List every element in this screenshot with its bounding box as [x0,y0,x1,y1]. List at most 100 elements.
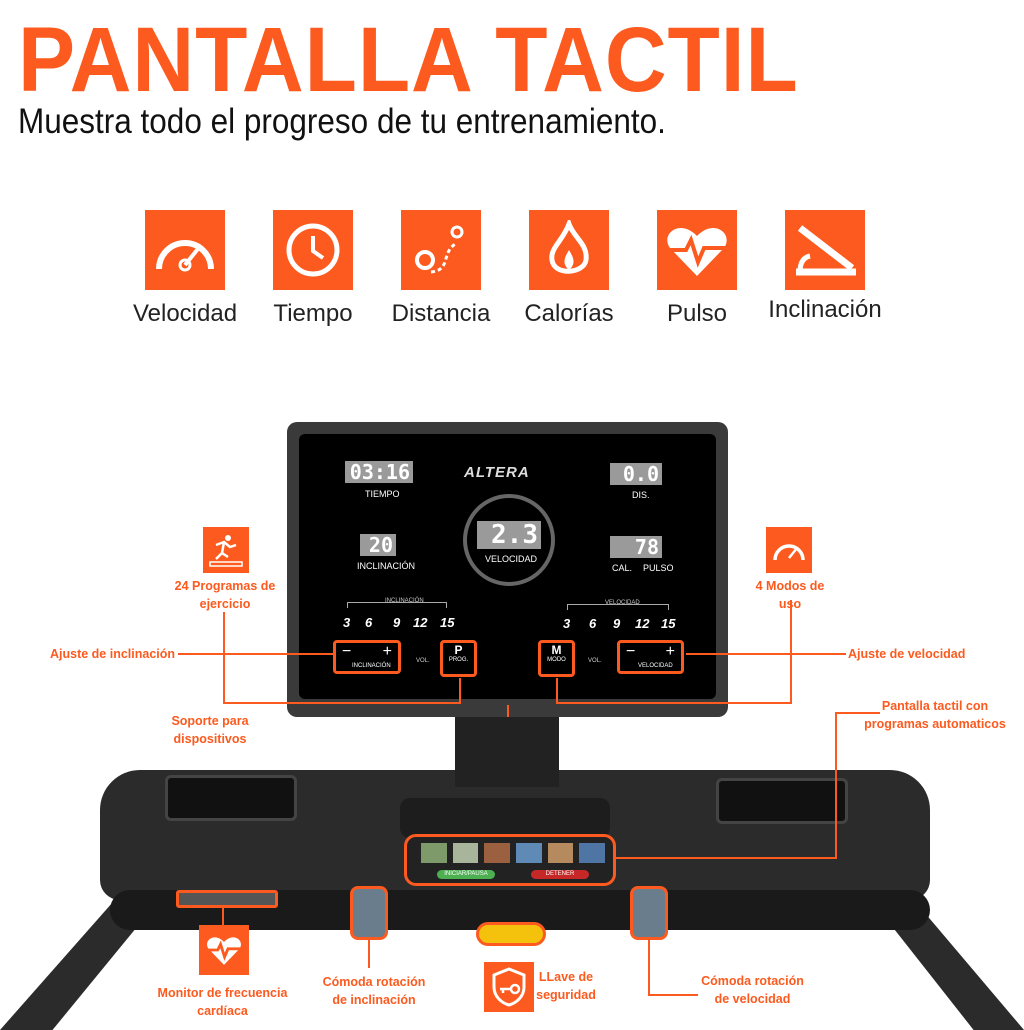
callout-line [616,857,837,859]
speed-rotation-grip[interactable] [630,886,668,940]
console-stand [455,715,559,787]
feature-label: Calorías [524,300,614,327]
program-thumb[interactable] [484,843,511,863]
speed-preset-9[interactable]: 9 [613,616,621,631]
speed-bracket [567,604,669,610]
program-thumb[interactable] [547,843,574,863]
speed-preset-3[interactable]: 3 [563,616,571,631]
callout-line [223,612,225,704]
feature-calorias: Calorías [504,210,634,328]
speed-adjust-button[interactable]: − + VELOCIDAD [617,640,684,674]
speed-preset-6[interactable]: 6 [589,616,597,631]
callout-line [556,702,792,704]
feature-label: Distancia [391,300,491,327]
time-display: 03:16 [345,461,413,483]
callout-device-support: Soporte para dispositivos [171,714,249,746]
left-cupholder [165,775,297,821]
callout-line [178,653,335,655]
callout-line [368,940,370,968]
callout-line [507,705,509,717]
right-upright [880,860,1024,1030]
callout-speed-rotation: Cómoda rotación de velocidad [701,974,804,1006]
incline-scale-label: INCLINACIÓN [385,598,424,604]
program-thumb[interactable] [579,843,606,863]
speed-label: VELOCIDAD [485,554,538,564]
incline-adjust-button[interactable]: − + INCLINACIÓN [333,640,401,674]
heart-pulse-icon [199,925,249,975]
running-program-icon [203,527,249,573]
incline-rotation-grip[interactable] [350,886,388,940]
callout-line [648,940,650,995]
mode-button[interactable]: M MODO [538,640,575,677]
callout-modes: 4 Modos de uso [755,579,825,611]
console: 03:16 TIEMPO ALTERA 0.0 DIS. 2.3 VELOCID… [287,422,728,717]
brand-logo: ALTERA [464,464,530,481]
pulse-display: 78 [610,536,662,558]
right-cupholder [716,778,848,824]
stop-button[interactable]: DETENER [531,870,589,879]
incline-preset-15[interactable]: 15 [440,615,455,630]
incline-preset-9[interactable]: 9 [393,615,401,630]
callout-heart-monitor: Monitor de frecuencia cardíaca [157,986,288,1018]
incline-icon [785,210,865,290]
mode-label: MODO [547,657,566,663]
speed-preset-15[interactable]: 15 [661,616,676,631]
incline-bracket [347,602,447,608]
program-thumb[interactable] [452,843,479,863]
console-screen: 03:16 TIEMPO ALTERA 0.0 DIS. 2.3 VELOCID… [299,434,716,699]
incline-display: 20 [360,534,396,556]
safety-key[interactable] [476,922,546,946]
speed-scale-label: VELOCIDAD [605,600,640,606]
calories-label: CAL. [612,563,633,573]
callout-line [222,908,224,926]
feature-distancia: Distancia [376,210,506,328]
callout-line [648,994,698,996]
minus-icon: − [626,643,636,660]
start-pause-button[interactable]: INICIAR/PAUSA [437,870,495,879]
touchscreen-tablet[interactable]: INICIAR/PAUSA DETENER [404,834,616,886]
left-upright [0,860,150,1030]
program-button[interactable]: P PROG. [440,640,477,677]
pulse-label: PULSO [643,563,674,573]
page-title: PANTALLA TACTIL [18,9,799,111]
heart-pulse-icon [657,210,737,290]
feature-pulso: Pulso [632,210,762,328]
heart-rate-sensor [176,890,278,908]
speedometer-icon [766,527,812,573]
callout-incline-adjust: Ajuste de inclinación [50,647,176,661]
program-label: PROG. [448,657,469,663]
program-key: P [454,643,463,657]
feature-label: Pulso [666,300,728,327]
callout-line [835,712,880,714]
minus-icon: − [342,643,352,660]
program-thumb[interactable] [516,843,542,863]
flame-icon [529,210,609,290]
speed-preset-12[interactable]: 12 [635,616,650,631]
speed-ring [463,494,555,586]
callout-touchscreen: Pantalla tactil con programas automatico… [864,699,1006,731]
callout-line [459,678,461,704]
incline-preset-3[interactable]: 3 [343,615,351,630]
incline-button-label: INCLINACIÓN [352,663,391,669]
distance-label: DIS. [632,490,650,500]
feature-tiempo: Tiempo [248,210,378,328]
incline-label: INCLINACIÓN [357,561,416,571]
feature-inclinacion: Inclinación [760,210,890,324]
incline-preset-12[interactable]: 12 [413,615,428,630]
tablet-tray [400,798,610,838]
vol-up-button[interactable]: VOL. [588,658,602,664]
vol-down-button[interactable]: VOL. [416,658,430,664]
program-thumb[interactable] [421,843,447,863]
callout-line [556,678,558,704]
callout-speed-adjust: Ajuste de velocidad [848,647,966,661]
speed-display: 2.3 [477,521,541,549]
feature-label: Velocidad [132,300,238,327]
program-thumbnails [421,843,606,863]
page-subtitle: Muestra todo el progreso de tu entrenami… [18,102,666,141]
clock-icon [273,210,353,290]
time-label: TIEMPO [365,489,400,499]
callout-line [835,712,837,858]
distance-display: 0.0 [610,463,662,485]
incline-preset-6[interactable]: 6 [365,615,373,630]
shield-key-icon [484,962,534,1012]
